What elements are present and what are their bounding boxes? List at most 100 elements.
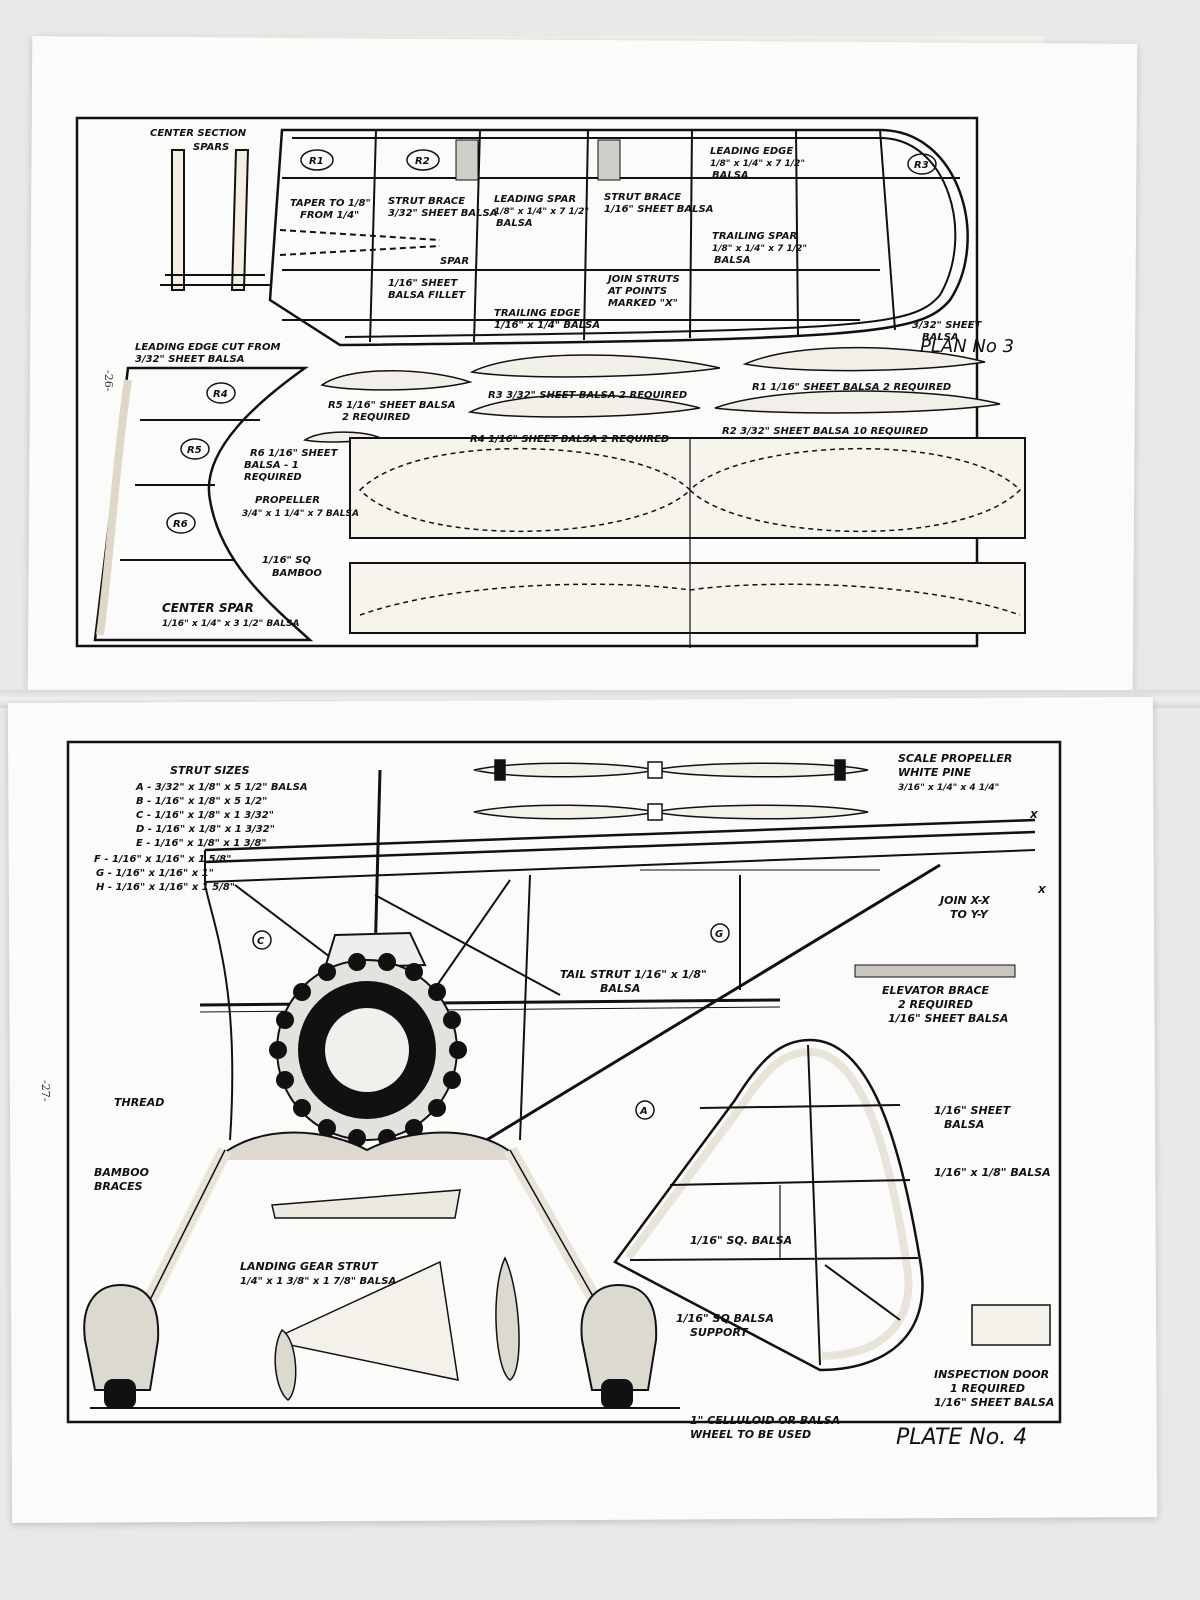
r6-label-2: BALSA - 1 — [244, 460, 299, 471]
strut-sizes-title: STRUT SIZES — [170, 764, 250, 777]
sheet-fillet-2: BALSA FILLET — [388, 290, 466, 301]
strut-brace-1-spec: 3/32" SHEET BALSA — [388, 208, 497, 219]
tail-strut-2: BALSA — [600, 982, 640, 995]
landing-gear-1: LANDING GEAR STRUT — [240, 1260, 379, 1273]
inspection-door-2: 1 REQUIRED — [950, 1382, 1025, 1395]
plan3-labels: CENTER SECTION SPARS TAPER TO 1/8" FROM … — [102, 128, 1014, 629]
join-xx-2: TO Y-Y — [950, 908, 989, 921]
strut-size-h: H - 1/16" x 1/16" x 1 5/8" — [96, 882, 235, 893]
rib-r5-callout: R5 — [187, 445, 202, 456]
fuselage-structure — [199, 769, 1036, 1152]
plate4-drawing: C G A STRUT SIZES A - 3/32" x 1/8" x 5 1… — [39, 740, 1062, 1450]
elevator-brace-3: 1/16" SHEET BALSA — [888, 1012, 1008, 1025]
strut-brace-1-title: STRUT BRACE — [388, 196, 465, 207]
rib-r6-callout: R6 — [173, 519, 188, 530]
scale-propeller-1: SCALE PROPELLER — [898, 752, 1012, 765]
r4-label: R4 1/16" SHEET BALSA 2 REQUIRED — [470, 434, 669, 445]
tip-sheet-1: 3/32" SHEET — [912, 320, 982, 331]
r2-label: R2 3/32" SHEET BALSA 10 REQUIRED — [722, 426, 928, 437]
join-struts-1: JOIN STRUTS — [606, 274, 680, 285]
x-mark-2: X — [1037, 885, 1047, 896]
plan3-page-number: -26- — [102, 370, 115, 392]
bamboo-label-2: BAMBOO — [272, 568, 322, 579]
scale-propellers — [473, 759, 869, 821]
join-struts-3: MARKED "X" — [608, 298, 678, 309]
sq-balsa-label: 1/16" SQ. BALSA — [690, 1234, 792, 1247]
strut-size-d: D - 1/16" x 1/8" x 1 3/32" — [136, 824, 275, 835]
plate4-labels: STRUT SIZES A - 3/32" x 1/8" x 5 1/2" BA… — [39, 752, 1054, 1450]
center-section — [93, 366, 314, 642]
trailing-spar-title: TRAILING SPAR — [712, 231, 797, 242]
x-mark-1: X — [1029, 810, 1039, 821]
strut-size-g: G - 1/16" x 1/16" x 1" — [96, 868, 214, 879]
leading-spar-spec: 1/8" x 1/4" x 7 1/2" — [494, 207, 589, 217]
rib-airfoils — [303, 346, 1001, 443]
spar-label: SPAR — [440, 256, 469, 267]
propeller-label-1: PROPELLER — [255, 495, 320, 506]
landing-gear-2: 1/4" x 1 3/8" x 1 7/8" BALSA — [240, 1276, 396, 1287]
leading-edge-cut-2: 3/32" SHEET BALSA — [135, 354, 244, 365]
sheet-fillet-1: 1/16" SHEET — [388, 278, 458, 289]
trailing-spar-material: BALSA — [714, 255, 751, 266]
wheel-note-1: 1" CELLULOID OR BALSA — [690, 1414, 840, 1427]
engine-cowling — [214, 931, 521, 1161]
plan3-border — [75, 116, 979, 648]
bamboo-label-1: 1/16" SQ — [262, 555, 311, 566]
sq-support-1: 1/16" SQ BALSA — [676, 1312, 774, 1325]
leading-edge-title: LEADING EDGE — [710, 146, 793, 157]
center-spar-title: CENTER SPAR — [162, 601, 254, 615]
strut-brace-2-title: STRUT BRACE — [604, 192, 681, 203]
center-section-label: CENTER SECTION — [150, 128, 247, 139]
engine-cylinders — [269, 953, 467, 1147]
inspection-door-3: 1/16" SHEET BALSA — [934, 1396, 1054, 1409]
leading-edge-cut-1: LEADING EDGE CUT FROM — [135, 342, 280, 353]
landing-gear — [83, 1146, 680, 1409]
bamboo-braces-1: BAMBOO — [94, 1166, 149, 1179]
rib-callouts: R1 R2 R3 R4 R5 R6 — [166, 149, 937, 534]
rib-r1-callout: R1 — [309, 156, 324, 167]
leading-spar-material: BALSA — [496, 218, 533, 229]
callout-a: A — [639, 1106, 648, 1117]
strut-size-e: E - 1/16" x 1/8" x 1 3/8" — [136, 838, 267, 849]
rudder — [613, 964, 1051, 1372]
taper-label-1: TAPER TO 1/8" — [290, 198, 371, 209]
thread-label: THREAD — [114, 1096, 164, 1109]
strut-size-a: A - 3/32" x 1/8" x 5 1/2" BALSA — [135, 782, 308, 793]
r6-label-3: REQUIRED — [244, 472, 302, 483]
r5-label-2: 2 REQUIRED — [342, 412, 410, 423]
r1-label: R1 1/16" SHEET BALSA 2 REQUIRED — [752, 382, 951, 393]
sq-support-2: SUPPORT — [690, 1326, 749, 1339]
leading-spar-title: LEADING SPAR — [494, 194, 576, 205]
trailing-spar-spec: 1/8" x 1/4" x 7 1/2" — [712, 244, 807, 254]
join-struts-2: AT POINTS — [607, 286, 667, 297]
wheel-note-2: WHEEL TO BE USED — [690, 1428, 811, 1441]
scale-propeller-2: WHITE PINE — [898, 766, 972, 779]
r5-label-1: R5 1/16" SHEET BALSA — [328, 400, 456, 411]
callout-c: C — [257, 936, 265, 947]
scale-propeller-3: 3/16" x 1/4" x 4 1/4" — [898, 783, 999, 793]
r6-label-1: R6 1/16" SHEET — [250, 448, 339, 459]
strut-size-f: F - 1/16" x 1/16" x 1 5/8" — [94, 854, 231, 865]
rib-r2-callout: R2 — [415, 156, 430, 167]
plate4-title: PLATE No. 4 — [896, 1425, 1027, 1450]
propeller-label-2: 3/4" x 1 1/4" x 7 BALSA — [242, 509, 359, 519]
strut-callouts: C G A — [252, 923, 730, 1120]
wing-panel — [268, 128, 969, 347]
callout-g: G — [715, 929, 723, 940]
join-xx-1: JOIN X-X — [938, 894, 990, 907]
balsa-16-8-label: 1/16" x 1/8" BALSA — [934, 1166, 1051, 1179]
strut-size-c: C - 1/16" x 1/8" x 1 3/32" — [136, 810, 274, 821]
spars-label: SPARS — [193, 142, 229, 153]
plate4-border — [66, 740, 1062, 1424]
tip-sheet-2: BALSA — [922, 332, 959, 343]
sheet-balsa-2: BALSA — [944, 1118, 984, 1131]
center-spar-spec: 1/16" x 1/4" x 3 1/2" BALSA — [162, 619, 299, 629]
trailing-edge-title: TRAILING EDGE — [494, 308, 580, 319]
r3-label: R3 3/32" SHEET BALSA 2 REQUIRED — [488, 390, 687, 401]
plan3-drawing: R1 R2 R3 R4 R5 R6 — [75, 116, 1026, 648]
bamboo-braces-2: BRACES — [94, 1180, 143, 1193]
strut-size-b: B - 1/16" x 1/8" x 5 1/2" — [136, 796, 267, 807]
strut-brace-2-spec: 1/16" SHEET BALSA — [604, 204, 713, 215]
leading-edge-spec: 1/8" x 1/4" x 7 1/2" — [710, 159, 805, 169]
